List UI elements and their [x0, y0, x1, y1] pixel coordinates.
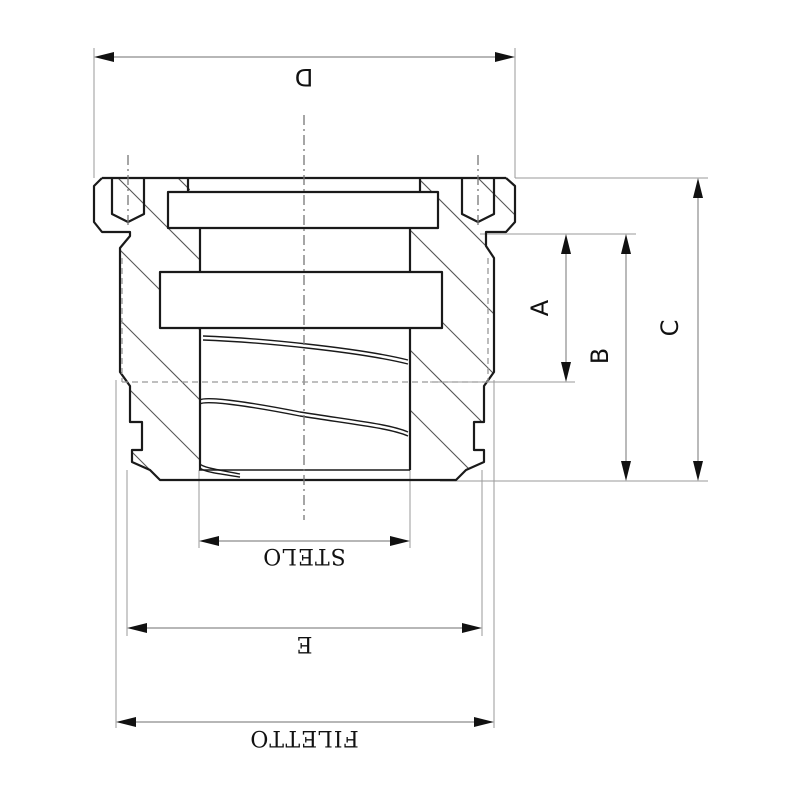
dimension-label-D: D — [295, 63, 313, 91]
dimension-STELO: STELO — [199, 536, 410, 568]
dimension-label-C: C — [656, 320, 684, 337]
dimension-label-FILETTO: FILETTO — [249, 725, 358, 750]
dimension-E: E — [127, 623, 482, 656]
center-lines — [121, 115, 490, 520]
thread-helix — [199, 335, 409, 478]
dimension-FILETTO: FILETTO — [116, 717, 494, 750]
dimension-label-E: E — [295, 631, 312, 656]
dimension-label-B: B — [586, 348, 614, 364]
extension-lines — [93, 48, 708, 728]
dimension-A: A — [526, 234, 571, 382]
dimension-D: D — [94, 52, 515, 91]
dimension-label-A: A — [526, 299, 554, 316]
dimension-label-STELO: STELO — [262, 543, 345, 568]
dimension-B: B — [586, 234, 631, 481]
dimension-C: C — [656, 178, 703, 481]
